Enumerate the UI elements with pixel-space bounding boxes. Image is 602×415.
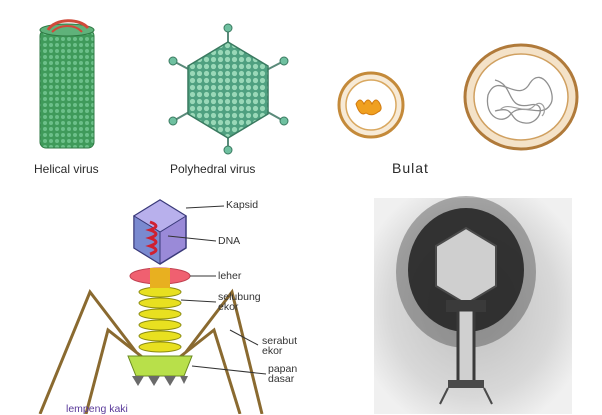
label-dna: DNA (218, 236, 240, 246)
label-bottom-partial: lempeng kaki (66, 404, 128, 414)
label-tail-fiber-2: ekor (262, 346, 282, 356)
polyhedral-virus-illustration (169, 24, 288, 154)
round-virus-large (465, 45, 577, 149)
round-virus-small (339, 73, 403, 137)
caption-helical-virus: Helical virus (34, 162, 99, 176)
caption-round-virus: Bulat (392, 160, 429, 176)
label-capsid: Kapsid (226, 200, 258, 210)
caption-polyhedral-virus: Polyhedral virus (170, 162, 255, 176)
label-base-plate-2: dasar (268, 374, 294, 384)
label-neck: leher (218, 271, 241, 281)
phage-electron-micrograph (374, 196, 572, 414)
helical-virus-illustration (40, 21, 94, 148)
label-tail-sheath-2: ekor (218, 302, 238, 312)
